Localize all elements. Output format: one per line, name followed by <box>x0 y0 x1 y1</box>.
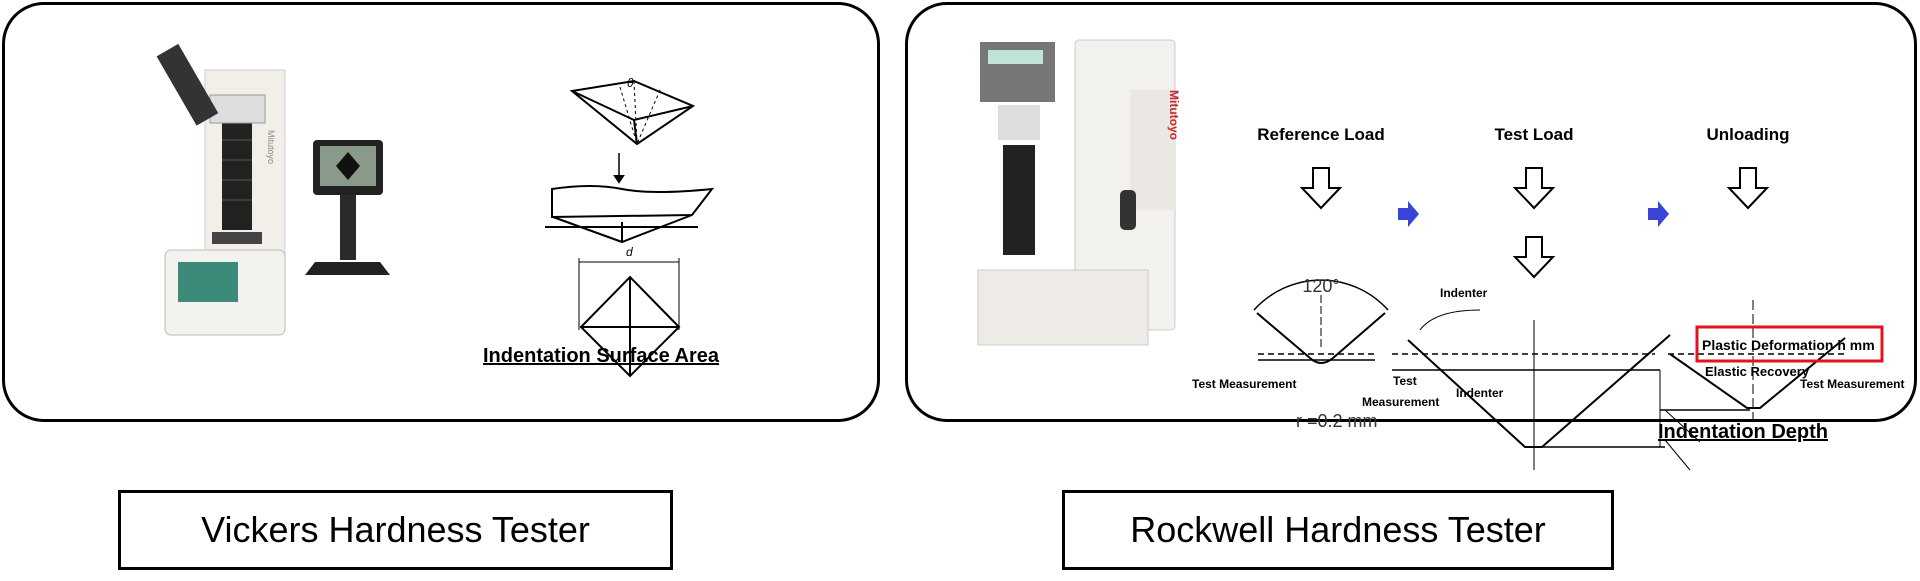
vickers-title: Vickers Hardness Tester <box>118 490 673 570</box>
radius-label: r =0.2 mm <box>1296 411 1378 431</box>
down-arrow-icon <box>1512 236 1556 279</box>
indenter-label-bottom: Indenter <box>1456 386 1504 400</box>
monitor-image <box>305 140 390 275</box>
d-label: d <box>626 245 633 259</box>
test-measurement-left: Test Measurement <box>1192 377 1296 391</box>
vickers-machine-image: Mitutoyo <box>156 43 286 336</box>
vickers-indentation-diagram <box>545 79 715 378</box>
rockwell-brand-text: Mitutoyo <box>1167 90 1181 140</box>
stage-reference-load: Reference Load <box>1257 125 1385 144</box>
down-arrow-icon <box>1512 167 1556 210</box>
flow-arrow-icon <box>1648 201 1669 227</box>
flow-arrow-icon <box>1398 201 1419 227</box>
theta-label: θ <box>627 76 634 90</box>
test-measurement-right: Test Measurement <box>1800 377 1904 391</box>
stage-test-load: Test Load <box>1494 125 1573 144</box>
rockwell-caption: Indentation Depth <box>1658 421 1828 443</box>
plastic-deformation-highlight <box>1695 325 1884 363</box>
elastic-recovery-label: Elastic Recovery <box>1705 364 1810 379</box>
plastic-deformation-label: Plastic Deformation h mm <box>1702 337 1875 353</box>
test-measurement-mid-1: Test <box>1393 374 1417 388</box>
vickers-caption: Indentation Surface Area <box>483 345 720 367</box>
rockwell-indentation-diagram <box>1253 279 1846 471</box>
down-arrow-icon <box>1726 167 1770 210</box>
stage-unloading: Unloading <box>1706 125 1789 144</box>
vickers-panel <box>2 2 880 422</box>
angle-label: 120° <box>1302 276 1339 296</box>
rockwell-title: Rockwell Hardness Tester <box>1062 490 1614 570</box>
rockwell-machine-image: Mitutoyo <box>977 39 1181 346</box>
indenter-label-top: Indenter <box>1440 286 1488 300</box>
test-measurement-mid-2: Measurement <box>1362 395 1439 409</box>
down-arrow-icon <box>1299 167 1343 210</box>
vickers-brand-text: Mitutoyo <box>266 130 276 164</box>
